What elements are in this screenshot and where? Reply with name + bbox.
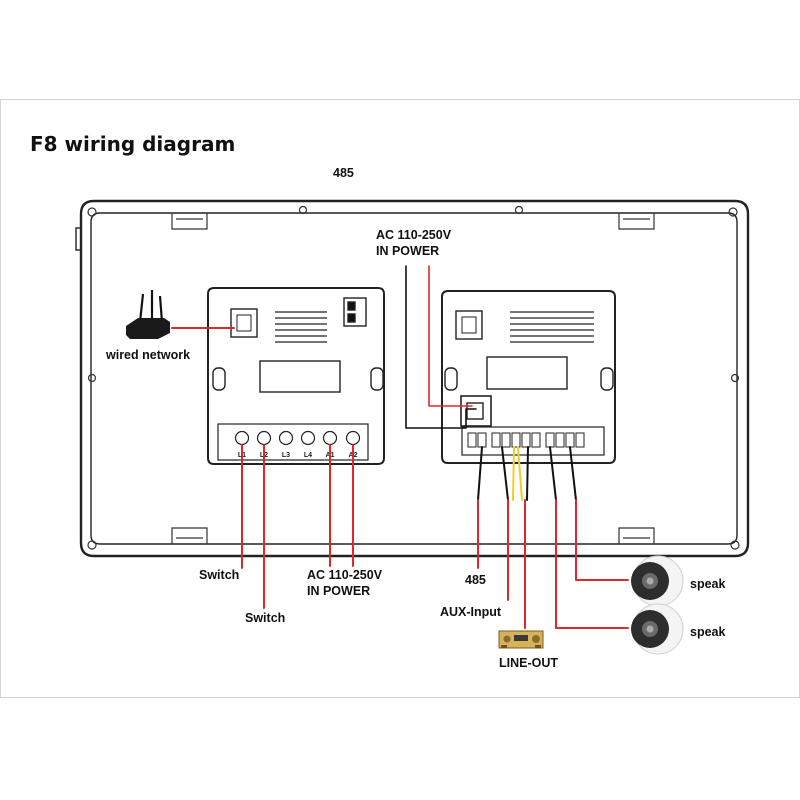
wire-speaker-1 [575,499,629,581]
label-switch-1: Switch [199,568,240,582]
left-module [207,287,385,465]
label-aux-input: AUX-Input [440,605,502,619]
panel-screws [87,205,740,550]
frame-top-line [0,99,800,100]
label-485-top: 485 [333,166,354,180]
wifi-router-icon [126,290,170,339]
label-485-bottom: 485 [465,573,486,587]
wire-ac-top-red [428,265,473,407]
label-speak-2: speak [690,625,726,639]
wire-speaker-2 [555,499,629,629]
wire-ac-top-black [405,265,477,429]
left-terminal-labels: L1 L2 L3 L4 A1 A2 [238,452,358,459]
wires [171,265,629,629]
label-ac-power-top-line1: AC 110-250V [376,228,452,242]
outer-panel [75,199,750,558]
panel-clips [171,213,655,544]
left-terminal-block [234,430,361,446]
amplifier-icon [498,630,544,649]
frame-left-line [0,99,1,697]
right-module [441,290,616,464]
terminal-label-l3: L3 [282,452,290,459]
label-ac-power-bottom-line2: IN POWER [307,584,371,598]
right-terminal-block [467,432,585,448]
label-ac-power-bottom-line1: AC 110-250V [307,568,383,582]
ceiling-speaker-icon [631,555,684,607]
label-line-out: LINE-OUT [499,656,559,670]
ceiling-speaker-icon [631,603,684,655]
page-title: F8 wiring diagram [30,132,236,156]
label-ac-power-top-line2: IN POWER [376,244,440,258]
label-speak-1: speak [690,577,726,591]
label-switch-2: Switch [245,611,286,625]
label-wired-network: wired network [106,348,191,362]
terminal-label-l4: L4 [304,452,312,459]
frame-bottom-line [0,697,800,698]
